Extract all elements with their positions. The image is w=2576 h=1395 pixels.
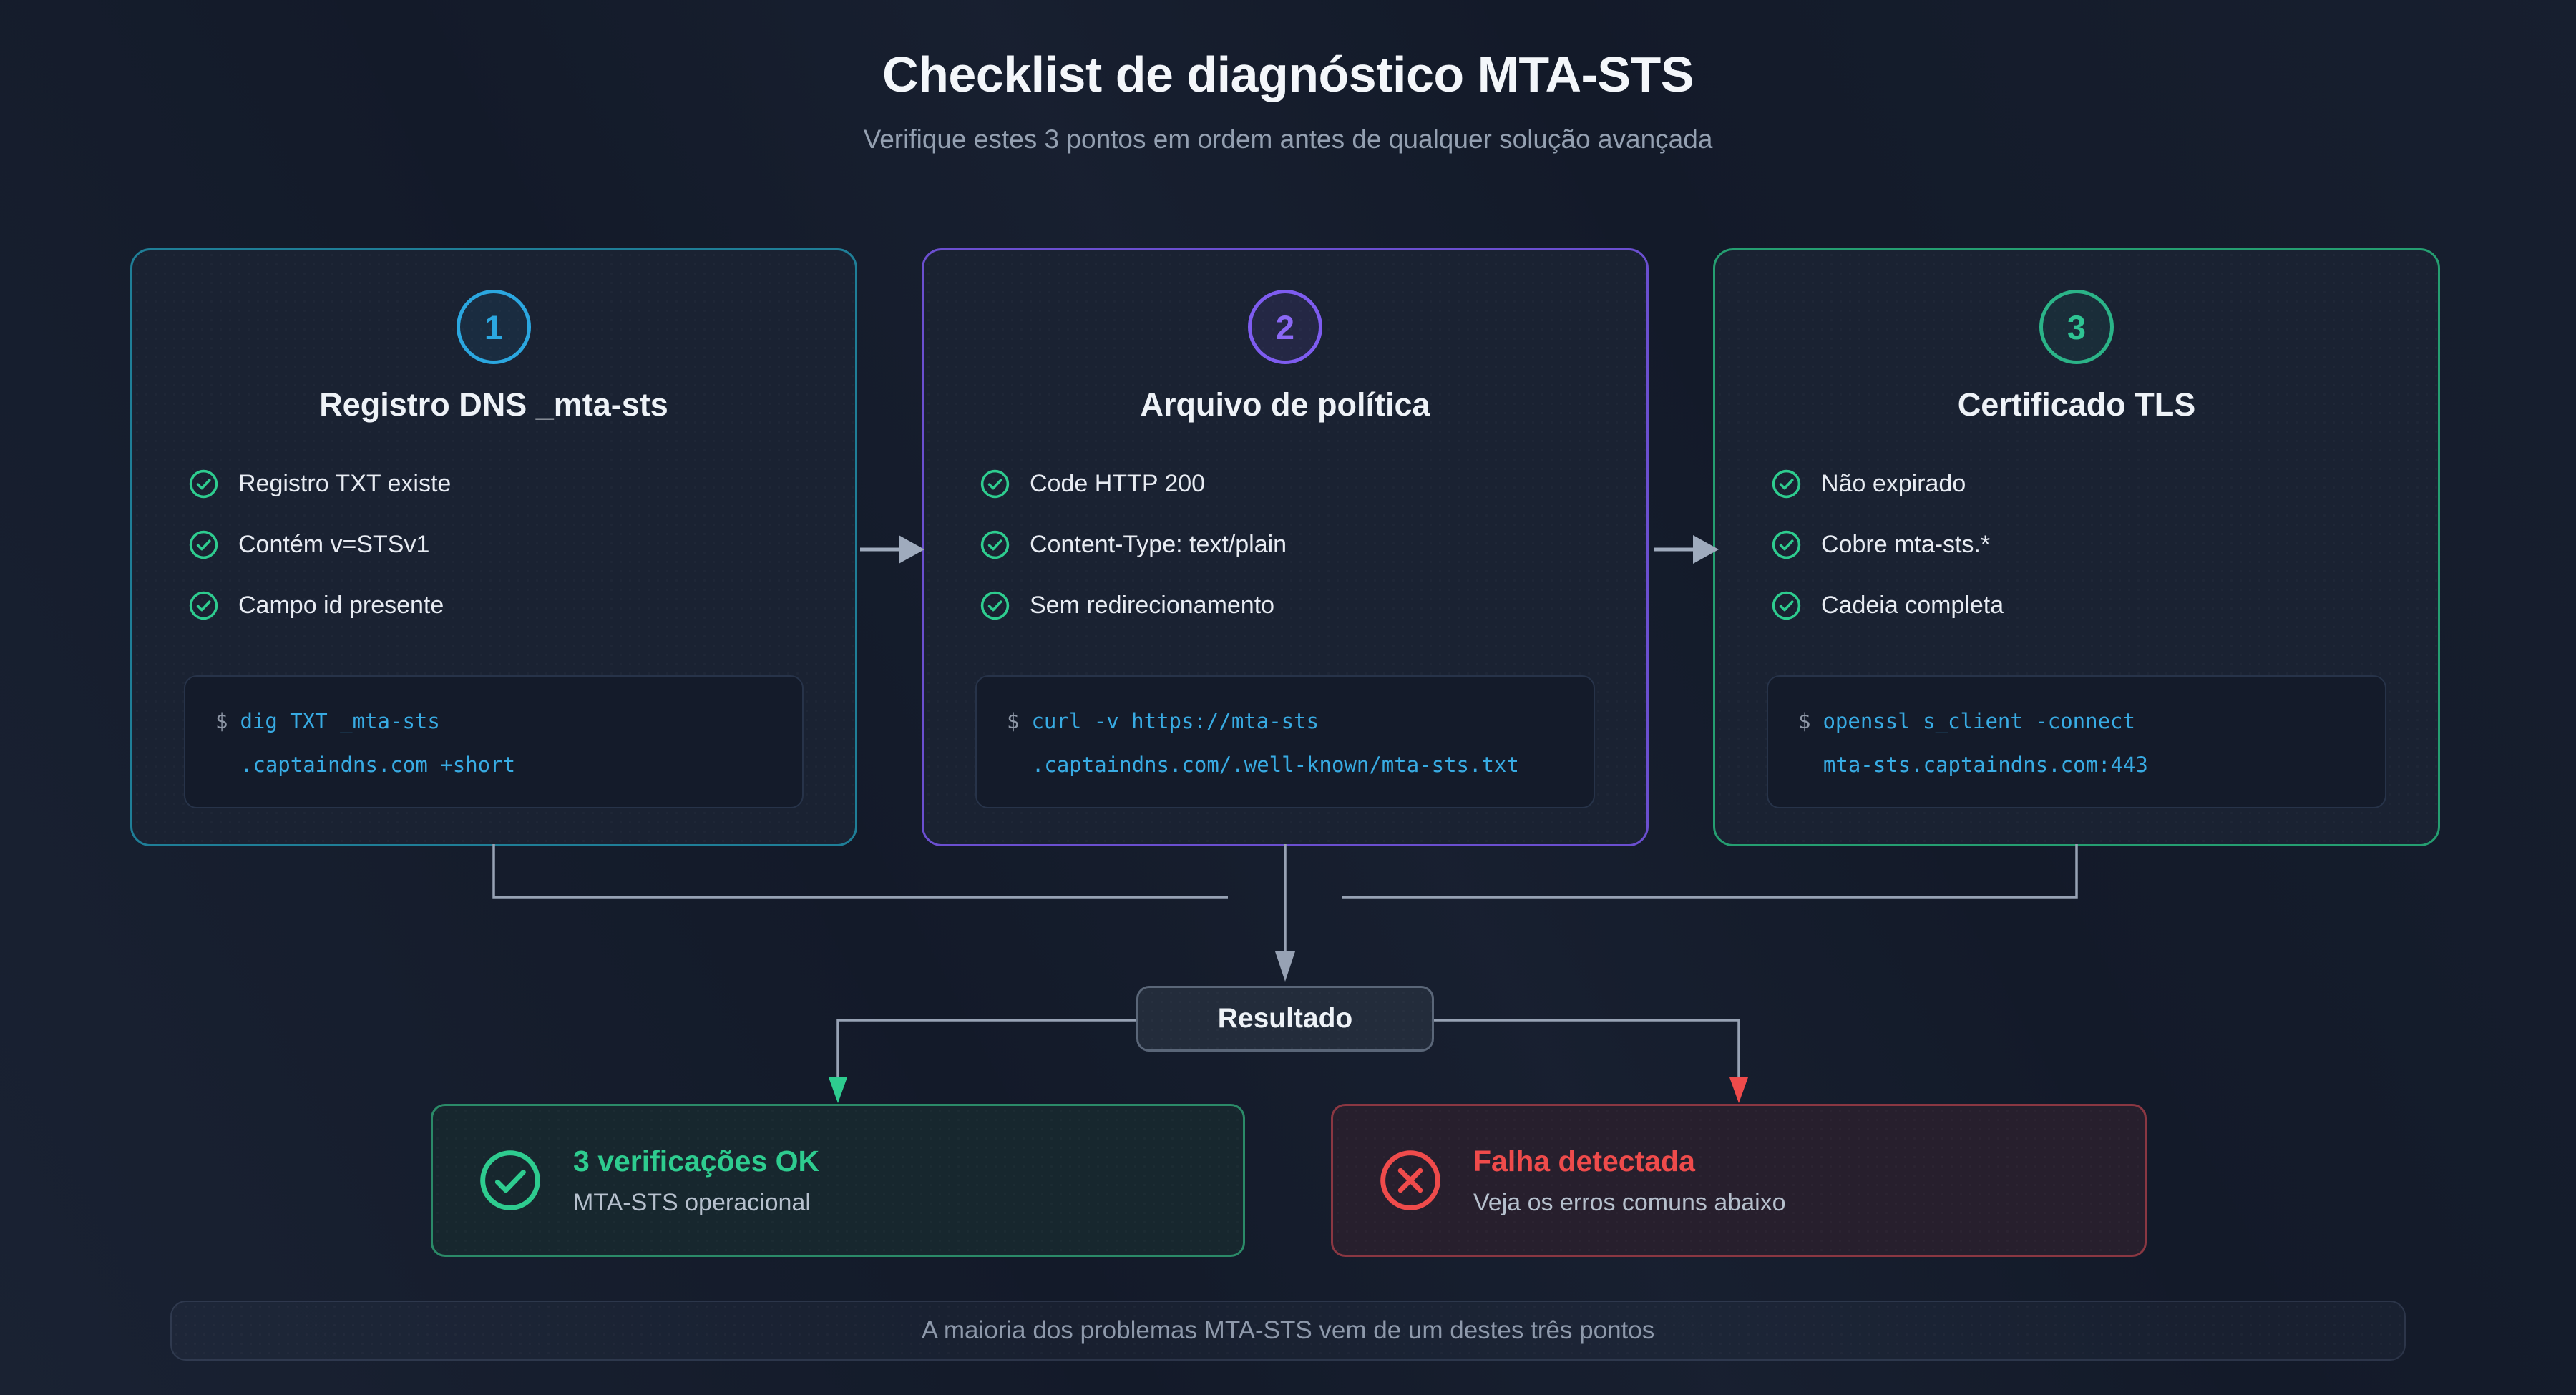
arrow-down-success-icon <box>829 1077 847 1103</box>
check-item-label: Code HTTP 200 <box>1030 469 1206 497</box>
step-card-tls-certificate: 3 Certificado TLS Não expirado Cobre <box>1713 248 2440 846</box>
card-title: Registro DNS _mta-sts <box>319 386 668 423</box>
command-line-1: dig TXT _mta-sts <box>240 709 440 733</box>
outcome-failure: Falha detectada Veja os erros comuns aba… <box>1331 1104 2147 1257</box>
check-item-label: Content-Type: text/plain <box>1030 530 1287 558</box>
arrow-down-failure-icon <box>1729 1077 1748 1103</box>
step-number-badge: 2 <box>1248 290 1322 364</box>
header: Checklist de diagnóstico MTA-STS Verifiq… <box>0 46 2576 155</box>
step-card-policy-file: 2 Arquivo de política Code HTTP 200 C <box>922 248 1649 846</box>
command-line-2: mta-sts.captaindns.com:443 <box>1798 753 2148 777</box>
check-list: Code HTTP 200 Content-Type: text/plain S… <box>980 468 1618 650</box>
arrow-right-icon <box>1654 535 1719 564</box>
check-list: Não expirado Cobre mta-sts.* Cadeia comp… <box>1771 468 2409 650</box>
command-line-1: curl -v https://mta-sts <box>1031 709 1319 733</box>
check-circle-icon <box>1772 591 1801 620</box>
step-card-dns-record: 1 Registro DNS _mta-sts Registro TXT exi… <box>130 248 857 846</box>
step-number: 2 <box>1275 308 1295 346</box>
check-circle-icon <box>189 469 218 498</box>
command-line-2: .captaindns.com/.well-known/mta-sts.txt <box>1007 753 1519 777</box>
footer-note-text: A maioria dos problemas MTA-STS vem de u… <box>921 1316 1655 1344</box>
command-line-1: openssl s_client -connect <box>1823 709 2135 733</box>
check-item-label: Cadeia completa <box>1821 591 2004 619</box>
shell-prompt: $ <box>215 709 228 733</box>
check-item-label: Cobre mta-sts.* <box>1821 530 1991 558</box>
card-title: Certificado TLS <box>1957 386 2196 423</box>
check-item: Não expirado <box>1771 468 2409 499</box>
check-item-label: Não expirado <box>1821 469 1966 497</box>
check-circle-icon <box>980 469 1010 498</box>
steps-row: 1 Registro DNS _mta-sts Registro TXT exi… <box>130 248 2440 846</box>
result-label: Resultado <box>1217 1003 1353 1034</box>
check-item-label: Sem redirecionamento <box>1030 591 1275 619</box>
outcome-failure-subtitle: Veja os erros comuns abaixo <box>1473 1188 1786 1216</box>
check-item: Sem redirecionamento <box>980 589 1618 621</box>
check-item: Registro TXT existe <box>188 468 826 499</box>
check-item-label: Campo id presente <box>238 591 444 619</box>
footer-note: A maioria dos problemas MTA-STS vem de u… <box>170 1301 2406 1361</box>
check-item-label: Contém v=STSv1 <box>238 530 430 558</box>
check-item: Code HTTP 200 <box>980 468 1618 499</box>
command-snippet: $ dig TXT _mta-sts .captaindns.com +short <box>184 675 804 808</box>
check-circle-icon <box>189 530 218 559</box>
result-node: Resultado <box>1136 986 1434 1052</box>
card-title: Arquivo de política <box>1140 386 1430 423</box>
check-list: Registro TXT existe Contém v=STSv1 Campo… <box>188 468 826 650</box>
check-circle-icon <box>480 1150 540 1210</box>
flow-connectors <box>492 844 2078 1103</box>
page-subtitle: Verifique estes 3 pontos em ordem antes … <box>863 124 1713 154</box>
check-circle-icon <box>1772 469 1801 498</box>
outcome-failure-title: Falha detectada <box>1473 1144 1695 1178</box>
command-line-2: .captaindns.com +short <box>215 753 516 777</box>
check-item: Content-Type: text/plain <box>980 529 1618 560</box>
step-number: 1 <box>484 308 504 346</box>
step-number: 3 <box>2067 308 2087 346</box>
x-circle-icon <box>1380 1150 1440 1210</box>
check-item: Cadeia completa <box>1771 589 2409 621</box>
step-number-badge: 1 <box>457 290 531 364</box>
check-item: Campo id presente <box>188 589 826 621</box>
outcome-success-title: 3 verificações OK <box>573 1144 820 1178</box>
shell-prompt: $ <box>1798 709 1811 733</box>
command-snippet: $ curl -v https://mta-sts .captaindns.com… <box>975 675 1595 808</box>
arrow-right-icon <box>860 535 924 564</box>
shell-prompt: $ <box>1007 709 1020 733</box>
command-snippet: $ openssl s_client -connect mta-sts.capta… <box>1767 675 2386 808</box>
check-item: Cobre mta-sts.* <box>1771 529 2409 560</box>
check-circle-icon <box>980 530 1010 559</box>
step-number-badge: 3 <box>2039 290 2114 364</box>
outcome-success: 3 verificações OK MTA-STS operacional <box>431 1104 1245 1257</box>
check-item: Contém v=STSv1 <box>188 529 826 560</box>
check-item-label: Registro TXT existe <box>238 469 452 497</box>
outcome-success-subtitle: MTA-STS operacional <box>573 1188 811 1216</box>
check-circle-icon <box>189 591 218 620</box>
page-title: Checklist de diagnóstico MTA-STS <box>882 46 1694 102</box>
arrow-down-icon <box>1275 951 1295 982</box>
check-circle-icon <box>980 591 1010 620</box>
check-circle-icon <box>1772 530 1801 559</box>
